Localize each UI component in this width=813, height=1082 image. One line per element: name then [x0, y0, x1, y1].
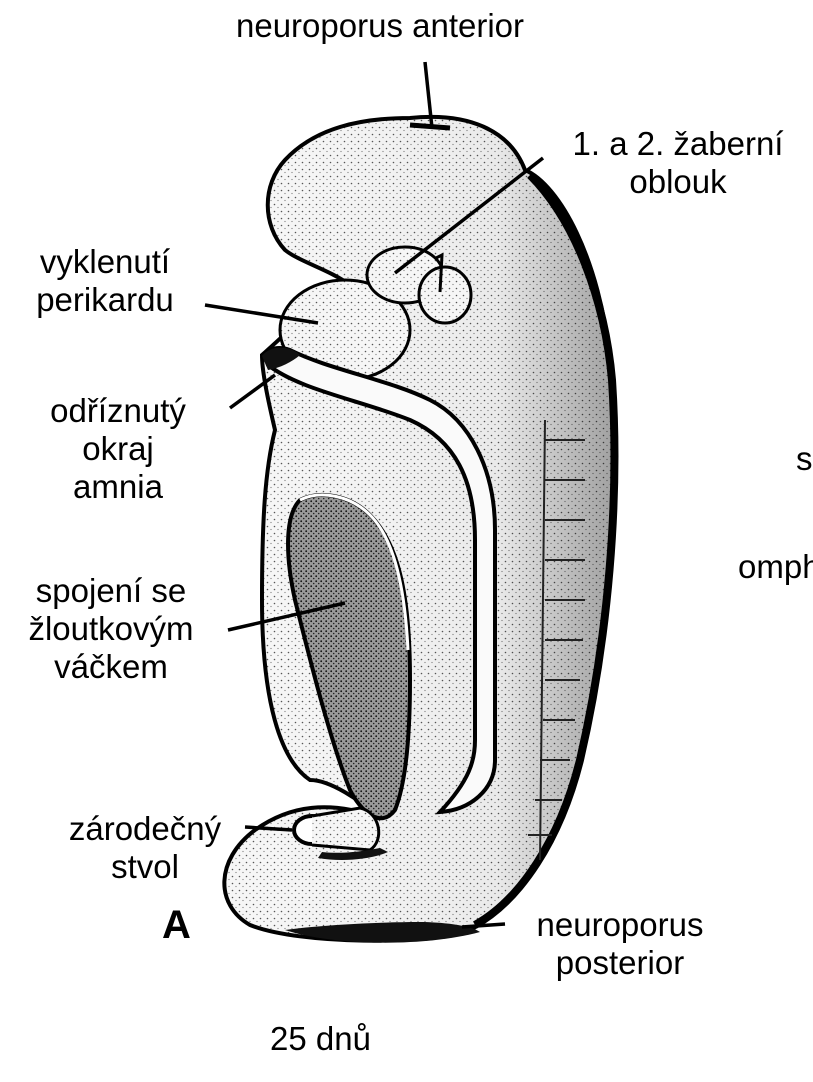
yolk-text-1: spojení se — [0, 572, 222, 610]
panel-letter: A — [162, 903, 191, 947]
embryo-shading — [224, 117, 614, 941]
stalk-text-1: zárodečný — [50, 810, 240, 848]
cropped-label-s: s — [796, 440, 813, 478]
age-caption: 25 dnů — [270, 1020, 371, 1058]
pericardium-text-2: perikardu — [0, 281, 210, 319]
amnion-text-1: odříznutý — [18, 392, 218, 430]
gill-arches-text-1: 1. a 2. žaberní — [548, 125, 808, 163]
stalk-tube — [312, 808, 379, 850]
amnion-text-3: amnia — [18, 468, 218, 506]
neuroporus-posterior-text-2: posterior — [520, 944, 720, 982]
amnion-text-2: okraj — [18, 430, 218, 468]
gill-arch-2 — [419, 267, 471, 323]
label-yolk-sac: spojení se žloutkovým váčkem — [0, 572, 222, 686]
neuroporus-anterior-text: neuroporus anterior — [236, 7, 524, 44]
yolk-text-3: váčkem — [0, 648, 222, 686]
label-amnion-edge: odříznutý okraj amnia — [18, 392, 218, 506]
yolk-text-2: žloutkovým — [0, 610, 222, 648]
label-gill-arches: 1. a 2. žaberní oblouk — [548, 125, 808, 201]
label-neuroporus-anterior: neuroporus anterior — [236, 7, 524, 45]
gill-arches-text-2: oblouk — [548, 163, 808, 201]
label-connecting-stalk: zárodečný stvol — [50, 810, 240, 886]
stalk-text-2: stvol — [50, 848, 240, 886]
cropped-label-omph: omph — [738, 548, 813, 586]
pericardium-text-1: vyklenutí — [0, 243, 210, 281]
label-neuroporus-posterior: neuroporus posterior — [520, 906, 720, 982]
neuroporus-posterior-text-1: neuroporus — [520, 906, 720, 944]
label-pericardium: vyklenutí perikardu — [0, 243, 210, 319]
